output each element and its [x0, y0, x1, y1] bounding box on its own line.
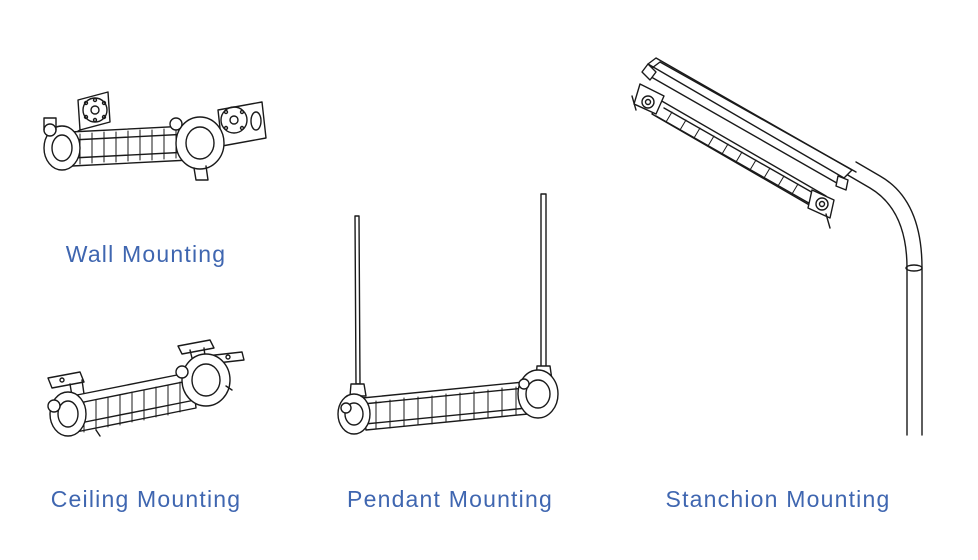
- pendant-mounting-fixture: [338, 194, 558, 434]
- stanchion-mounting-fixture: [632, 58, 922, 435]
- wall-mounting-label: Wall Mounting: [65, 241, 227, 267]
- wall-mounting-fixture: [44, 92, 266, 180]
- ceiling-mounting-fixture: [48, 340, 244, 436]
- ceiling-mounting-label: Ceiling Mounting: [50, 486, 242, 512]
- stanchion-mounting-label: Stanchion Mounting: [665, 486, 891, 512]
- pendant-mounting-label: Pendant Mounting: [347, 486, 553, 512]
